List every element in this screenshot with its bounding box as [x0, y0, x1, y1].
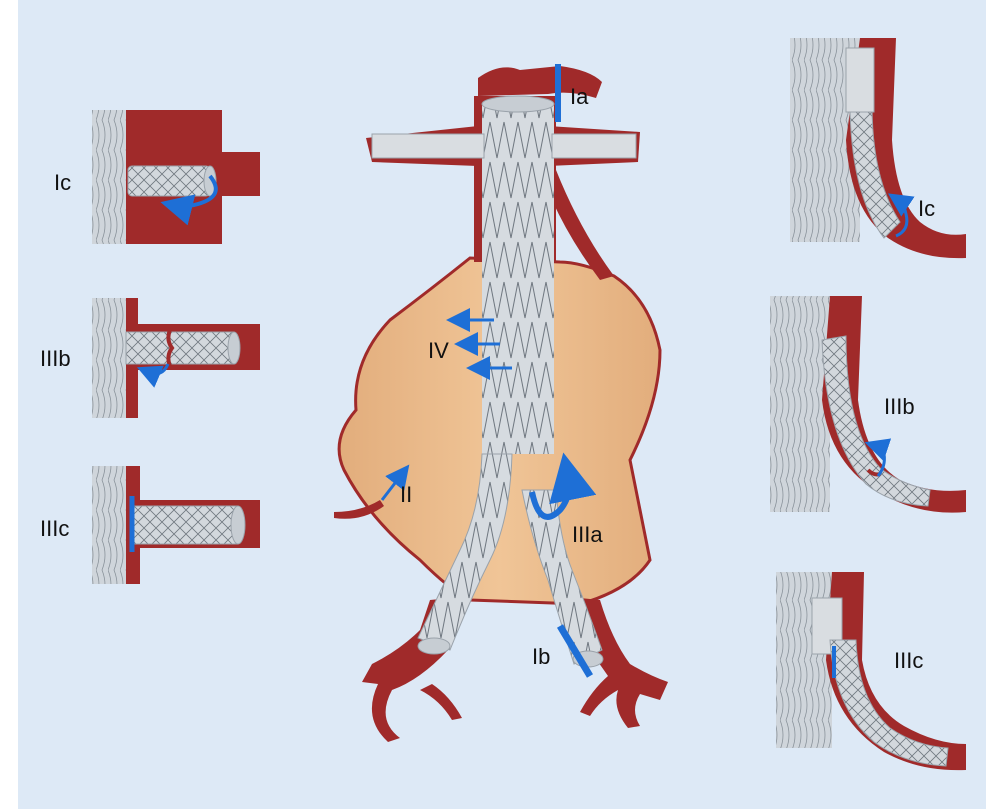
left-iiib-stent-end [228, 332, 240, 364]
label-main-iv: IV [428, 338, 449, 363]
label-right-iiic: IIIc [894, 648, 923, 673]
left-branch-stent [372, 134, 484, 158]
label-right-ic: Ic [918, 196, 935, 221]
right-branch-stent [552, 134, 636, 158]
left-iiib-aorta-wall [92, 298, 126, 418]
left-iiic-stent [134, 506, 238, 544]
left-ic-stent [128, 166, 210, 196]
label-right-iiib: IIIb [884, 394, 915, 419]
label-main-iiia: IIIa [572, 522, 603, 547]
left-leg-end [418, 638, 450, 654]
label-main-ib: Ib [532, 644, 550, 669]
right-ic-stent-top [846, 48, 874, 112]
label-left-ic: Ic [54, 170, 71, 195]
label-left-iiic: IIIc [40, 516, 69, 541]
left-iiic-stent-end [231, 506, 245, 544]
left-iiib-stent [126, 332, 234, 364]
label-main-ia: Ia [570, 84, 589, 109]
left-ic-aorta-wall [92, 110, 126, 244]
label-left-iiib: IIIb [40, 346, 71, 371]
right-iiib-aorta-wall [770, 296, 830, 512]
left-iiic-aorta-wall [92, 466, 126, 584]
label-main-ii: II [400, 482, 412, 507]
main-stent-body [482, 104, 554, 454]
main-stent-top-opening [482, 96, 554, 112]
